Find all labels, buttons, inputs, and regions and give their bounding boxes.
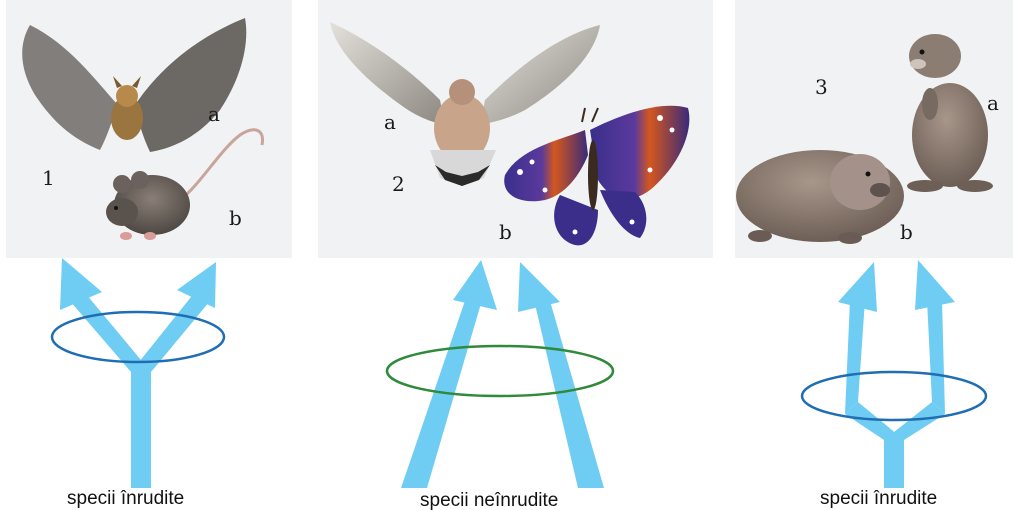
ring-unrelated-2 [387, 346, 613, 396]
butterfly-image [504, 106, 689, 246]
bat-image [22, 18, 246, 152]
wombat-image [736, 150, 904, 244]
caption-unrelated-2: specii neînrudite [420, 491, 558, 510]
marmot-image [907, 34, 993, 192]
panel-1-label-a: a [208, 104, 220, 124]
panel-1-number: 1 [42, 168, 55, 188]
panel-2-label-b: b [499, 222, 512, 242]
panel-2-label-a: a [384, 112, 396, 132]
arrow-unrelated-2 [401, 260, 604, 488]
ring-related-3 [802, 372, 986, 420]
arrow-y-related-1 [60, 258, 216, 488]
caption-related-3: specii înrudite [820, 489, 937, 508]
panel-3-label-a: a [987, 93, 999, 113]
panel-1-label-b: b [229, 208, 242, 228]
panel-3-number: 3 [815, 77, 828, 97]
panel-3-label-b: b [900, 222, 913, 242]
panel-2-number: 2 [392, 174, 405, 194]
caption-related-1: specii înrudite [67, 489, 184, 508]
ring-related-1 [52, 312, 224, 362]
